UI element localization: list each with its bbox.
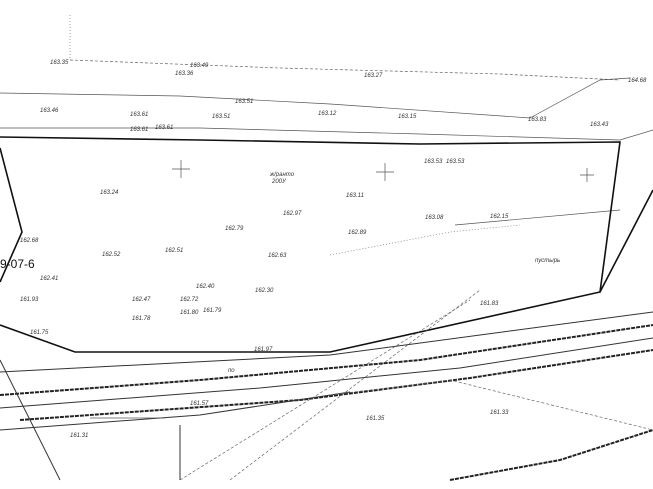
elevation-label: 161.33 [490,410,509,416]
elevation-label: 163.61 [130,112,148,118]
elevation-label: 161.78 [132,316,151,322]
elevation-label: 162.68 [20,238,39,244]
parcel-boundary [0,136,621,353]
elevation-label: 163.83 [528,117,547,123]
elevation-label: 162.41 [40,276,58,282]
sheet-boundary-line [0,147,23,283]
elevation-label: 162.40 [196,284,215,290]
elevation-label: 161.75 [30,330,49,336]
elevation-label: 163.51 [212,114,230,120]
elevation-label: 162.89 [348,230,367,236]
elevation-label: 163.27 [364,73,383,79]
elevation-label: 161.83 [480,301,499,307]
elevation-label: 161.93 [20,297,39,303]
field-annotation-sub: 200У [271,179,287,185]
grid-cross-markers [172,160,594,182]
elevation-label: 163.08 [425,215,444,221]
elevation-label: 162.97 [283,211,302,217]
elevation-label: 163.11 [346,193,364,199]
elevation-label: 162.15 [490,214,509,220]
elevation-label: 163.43 [590,122,609,128]
elevation-label: 161.35 [366,416,385,422]
elevation-label: 163.49 [190,63,209,69]
elevation-label: 163.15 [398,114,417,120]
elevation-label: 163.35 [50,60,69,66]
field-annotation: ж/ранто [269,172,295,178]
elevation-label: 162.72 [180,297,199,303]
elevation-label: 163.24 [100,190,119,196]
elevation-label: 161.57 [190,401,209,407]
elevation-label: 164.68 [628,78,647,84]
wasteland-annotation: пустырь [535,258,560,264]
elevation-label: 163.51 [235,99,253,105]
elevation-label: 162.79 [225,226,244,232]
elevation-label: 161.31 [70,433,88,439]
elevation-label: 161.97 [254,347,273,353]
elevation-label: 162.51 [165,248,183,254]
elevation-label: 162.47 [132,297,151,303]
elevation-label: 163.61 [155,125,173,131]
elevation-label: 162.30 [255,288,274,294]
elevation-label: 163.53 [424,159,443,165]
elevation-label: 163.12 [318,111,337,117]
sheet-id-label: 9-07-6 [0,257,35,271]
survey-lines [0,15,653,256]
elevation-label: 163.61 [130,127,148,133]
elevation-label: 161.79 [203,308,222,314]
elevation-label: 162.63 [268,253,287,259]
elevation-label: 162.52 [102,252,121,258]
elevation-label: 161.80 [180,310,199,316]
elevation-label: 163.53 [446,159,465,165]
elevation-label: 163.36 [175,71,194,77]
track-annotation: по [228,368,235,374]
elevation-label: 163.46 [40,108,59,114]
elevation-marks: 163.46 163.61 163.61 163.51 163.51 163.1… [20,60,647,439]
railway-tracks [0,289,653,481]
boundary-segment [599,189,653,293]
